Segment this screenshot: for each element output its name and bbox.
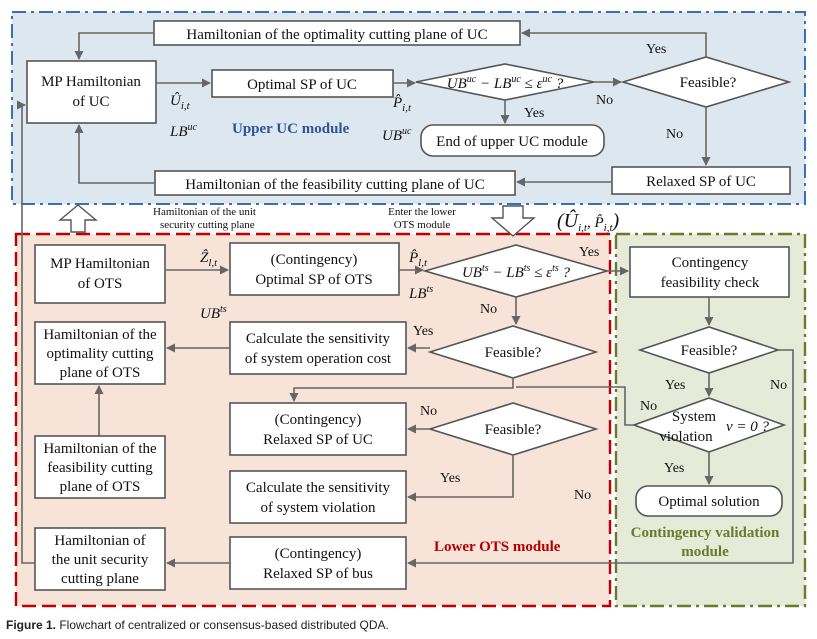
transfer-unit-security-label-2: security cutting plane [160,219,255,231]
cv-no-violation: No [640,399,657,414]
lower-sens-cost-box [229,321,407,375]
lower-module-title: Lower OTS module [434,539,561,555]
lower-feasible-diamond [427,325,599,379]
lower-optimality-cut-label-3: plane of OTS [60,365,141,381]
cv-module-title-2: module [681,544,729,560]
lower-mp-box [34,244,166,304]
lower-yes-convergence: Yes [579,245,599,260]
lower-relaxed-bus-box [229,536,407,590]
upper-no-feasible: No [666,127,683,142]
figure-caption-text: Flowchart of centralized or consensus-ba… [56,618,389,632]
cv-violation-math: v = 0 ? [726,419,770,435]
lower-z-hat-label: Ẑl,t [200,249,218,269]
lower-unit-security-box [34,527,166,591]
upper-relaxed-sp-label: Relaxed SP of UC [646,174,756,190]
lower-feasibility-cut-label-2: feasibility cutting [47,460,153,476]
lower-convergence-label: UBts − LBts ≤ εts ? [462,263,571,281]
lower-sens-viol-label-2: of system violation [261,500,376,516]
lower-relaxed-uc-label-2: Relaxed SP of UC [263,432,373,448]
lower-optimality-cut-label-2: optimality cutting [46,346,154,362]
lower-relaxed-bus-label-1: (Contingency) [275,546,362,562]
upper-no-convergence: No [596,93,613,108]
lower-yes-feasible2: Yes [440,471,460,486]
lower-mp-label-1: MP Hamiltonian [50,256,150,272]
upper-feasible-diamond [620,56,792,108]
lower-unit-security-label-3: cutting plane [61,571,139,587]
cv-module-title-1: Contingency validation [631,525,780,541]
lower-yes-feasible: Yes [413,324,433,339]
transfer-enter-label-2: OTS module [394,219,451,231]
lower-feasibility-cut-label-3: plane of OTS [60,479,141,495]
upper-module-title: Upper UC module [232,121,350,137]
cv-optimal-label: Optimal solution [658,494,760,510]
upper-p-hat-label: P̂i,t [392,95,412,114]
lower-mp-label-2: of OTS [78,276,123,292]
lower-relaxed-uc-box [229,402,407,456]
upper-optimal-sp-label: Optimal SP of UC [247,77,357,93]
upper-end-box [420,124,605,157]
lower-no-to-bus: No [574,488,591,503]
upper-optimality-cut-label: Hamiltonian of the optimality cutting pl… [186,27,487,43]
upper-convergence-label: UBuc − LBuc ≤ εuc ? [447,74,564,92]
upper-end-label: End of upper UC module [436,134,588,150]
lower-optimal-sp-label-2: Optimal SP of OTS [255,272,372,288]
lower-feasibility-cut-label-1: Hamiltonian of the [43,441,157,457]
figure-caption-label: Figure 1. [6,618,57,632]
lower-ub-label: UBts [200,304,227,322]
lower-relaxed-uc-label-1: (Contingency) [275,412,362,428]
lower-feasible2-diamond [427,402,599,456]
cv-yes-feasible: Yes [665,378,685,393]
transfer-enter-label-1: Enter the lower [388,206,456,218]
up-transfer-arrow [58,204,98,233]
upper-mp-label-2: of UC [72,94,109,110]
lower-unit-security-label-1: Hamiltonian of [54,533,145,549]
figure-caption: Figure 1. Flowchart of centralized or co… [6,618,389,632]
upper-lb-label: LBuc [169,122,198,140]
upper-feasible-label: Feasible? [680,75,737,91]
lower-sens-viol-label-1: Calculate the sensitivity [246,480,391,496]
cv-check-label-1: Contingency [672,255,749,271]
upper-optimal-sp-box [211,69,394,98]
cv-check-label-2: feasibility check [661,275,760,291]
cv-feasible-label: Feasible? [681,343,738,359]
upper-u-hat-label: Ûi,t [170,92,191,112]
lower-no-convergence: No [480,302,497,317]
cv-no-feasible: No [770,378,787,393]
lower-optimal-sp-box [229,242,400,296]
upper-mp-label-1: MP Hamiltonian [41,74,141,90]
down-transfer-arrow [490,205,536,237]
lower-feasible2-label: Feasible? [485,422,542,438]
lower-optimal-sp-label-1: (Contingency) [271,252,358,268]
lower-sens-cost-label-1: Calculate the sensitivity [246,331,391,347]
lower-feasibility-cut-box [34,435,166,499]
upper-ub-label: UBuc [382,126,412,144]
cv-violation-diamond [631,397,787,453]
cv-yes-violation: Yes [664,461,684,476]
lower-p-hat-label: P̂l,t [408,250,428,269]
transfer-tuple-label: (Ûi,t, P̂i,t) [557,208,620,234]
lower-feasible-label: Feasible? [485,345,542,361]
cv-violation-label-2: violation [659,429,713,445]
cv-optimal-box [635,485,783,517]
lower-sens-viol-box [229,470,407,524]
upper-optimality-cut-box [153,20,521,46]
lower-lb-label: LBts [408,284,433,302]
lower-relaxed-bus-label-2: Relaxed SP of bus [263,566,373,582]
upper-feasibility-cut-label: Hamiltonian of the feasibility cutting p… [185,177,485,193]
lower-optimality-cut-box [34,321,166,385]
lower-optimality-cut-label-1: Hamiltonian of the [43,327,157,343]
upper-yes-feasible: Yes [646,42,666,57]
lower-unit-security-label-2: the unit security [52,552,149,568]
upper-relaxed-sp-box [611,166,791,195]
transfer-unit-security-label-1: Hamiltonian of the unit [153,206,256,218]
upper-yes-convergence: Yes [524,106,544,121]
upper-mp-box [26,60,157,124]
lower-no-feasible2: No [420,404,437,419]
cv-violation-label-1: System [672,409,717,425]
lower-sens-cost-label-2: of system operation cost [245,351,392,367]
